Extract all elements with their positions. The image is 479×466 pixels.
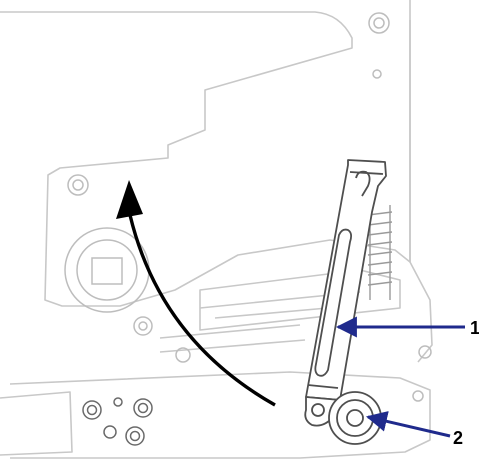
screw-lower-c [133, 398, 153, 418]
pivot-roller-inner [346, 409, 364, 427]
screw-left [67, 174, 89, 196]
lever-notch [355, 170, 371, 197]
screw-middle [133, 316, 153, 336]
screw-lower-c-inner [137, 402, 149, 414]
screw-lower-e [125, 426, 145, 446]
frame-right-edge [409, 0, 433, 363]
callout-label-1: 1 [470, 318, 479, 338]
pin-lower-middle [175, 347, 191, 363]
lower-left-hardware [82, 397, 153, 446]
printhead-lever [304, 159, 387, 427]
callout-leaders [335, 316, 465, 438]
pin-upper-right [372, 69, 382, 79]
rotation-arrow-head [116, 180, 143, 219]
screw-left-inner [72, 179, 84, 191]
frame-lower-body [9, 371, 431, 459]
leader-2 [365, 411, 451, 438]
rotation-arrow-shaft [128, 214, 276, 407]
pin-lower-right [418, 345, 432, 359]
tension-spring [367, 205, 393, 300]
screw-lower-d [103, 425, 117, 439]
screw-middle-inner [138, 321, 148, 331]
callout-label-2: 2 [453, 428, 463, 448]
ribbon-spindle-hub [91, 257, 123, 285]
pivot-pin [311, 403, 325, 417]
lever-band-line [307, 384, 339, 389]
ribbon-spindle-inner [76, 239, 138, 301]
lever-slot [314, 228, 353, 377]
lever-edge-line [349, 171, 384, 175]
screw-lower-b [113, 397, 123, 407]
screw-lower-e-inner [129, 430, 141, 442]
screw-lower-a [82, 400, 102, 420]
screw-lower-a-inner [86, 404, 98, 416]
frame-outline-top [0, 11, 411, 307]
screw-top-right-inner [373, 17, 385, 29]
curved-arrow-up-icon [116, 180, 276, 407]
pin-right-edge [412, 390, 424, 402]
background-hardware [64, 12, 432, 402]
frame-lower-left-edge [0, 391, 73, 456]
frame-base-line [159, 324, 306, 353]
lever-body [305, 159, 387, 401]
screw-top-right [368, 12, 390, 34]
